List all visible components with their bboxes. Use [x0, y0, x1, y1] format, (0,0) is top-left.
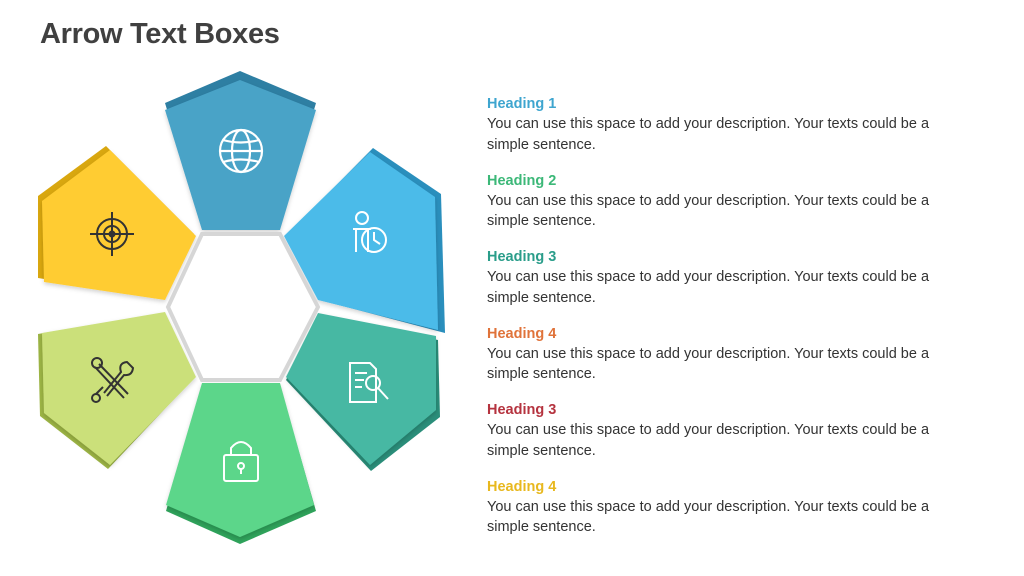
item-heading: Heading 3	[487, 249, 557, 266]
list-item: Heading 3 You can use this space to add …	[487, 248, 987, 325]
item-heading: Heading 4	[487, 325, 557, 342]
item-description: You can use this space to add your descr…	[487, 269, 930, 306]
list-item: Heading 1 You can use this space to add …	[487, 95, 987, 172]
lock-icon	[223, 441, 259, 482]
item-description: You can use this space to add your descr…	[487, 192, 930, 230]
tools-icon	[91, 357, 135, 403]
segment-upper-left	[38, 146, 196, 300]
item-description: You can use this space to add your descr…	[487, 345, 930, 383]
list-item: Heading 4 You can use this space to add …	[487, 325, 987, 402]
item-description: You can use this space to add your descr…	[487, 422, 930, 459]
segment-bottom	[166, 383, 316, 544]
segment-upper-right	[284, 148, 445, 333]
heading-list: Heading 1 You can use this space to add …	[487, 95, 987, 555]
globe-icon	[218, 128, 264, 174]
list-item: Heading 4 You can use this space to add …	[487, 478, 987, 555]
segment-lower-right	[286, 313, 440, 471]
item-heading: Heading 1	[487, 96, 557, 112]
hexagon-arrow-diagram	[38, 71, 445, 544]
slide-title: Arrow Text Boxes	[40, 18, 280, 50]
item-description: You can use this space to add your descr…	[487, 498, 930, 536]
item-description: You can use this space to add your descr…	[487, 116, 930, 153]
segment-top	[165, 71, 316, 230]
item-heading: Heading 2	[487, 172, 557, 189]
item-heading: Heading 4	[487, 478, 557, 495]
document-search-icon	[349, 362, 389, 403]
person-clock-icon	[353, 211, 387, 253]
target-icon	[90, 212, 134, 256]
segment-lower-left	[38, 312, 196, 469]
center-hexagon	[165, 232, 321, 382]
list-item: Heading 2 You can use this space to add …	[487, 172, 987, 249]
list-item: Heading 3 You can use this space to add …	[487, 401, 987, 478]
item-heading: Heading 3	[487, 402, 557, 419]
